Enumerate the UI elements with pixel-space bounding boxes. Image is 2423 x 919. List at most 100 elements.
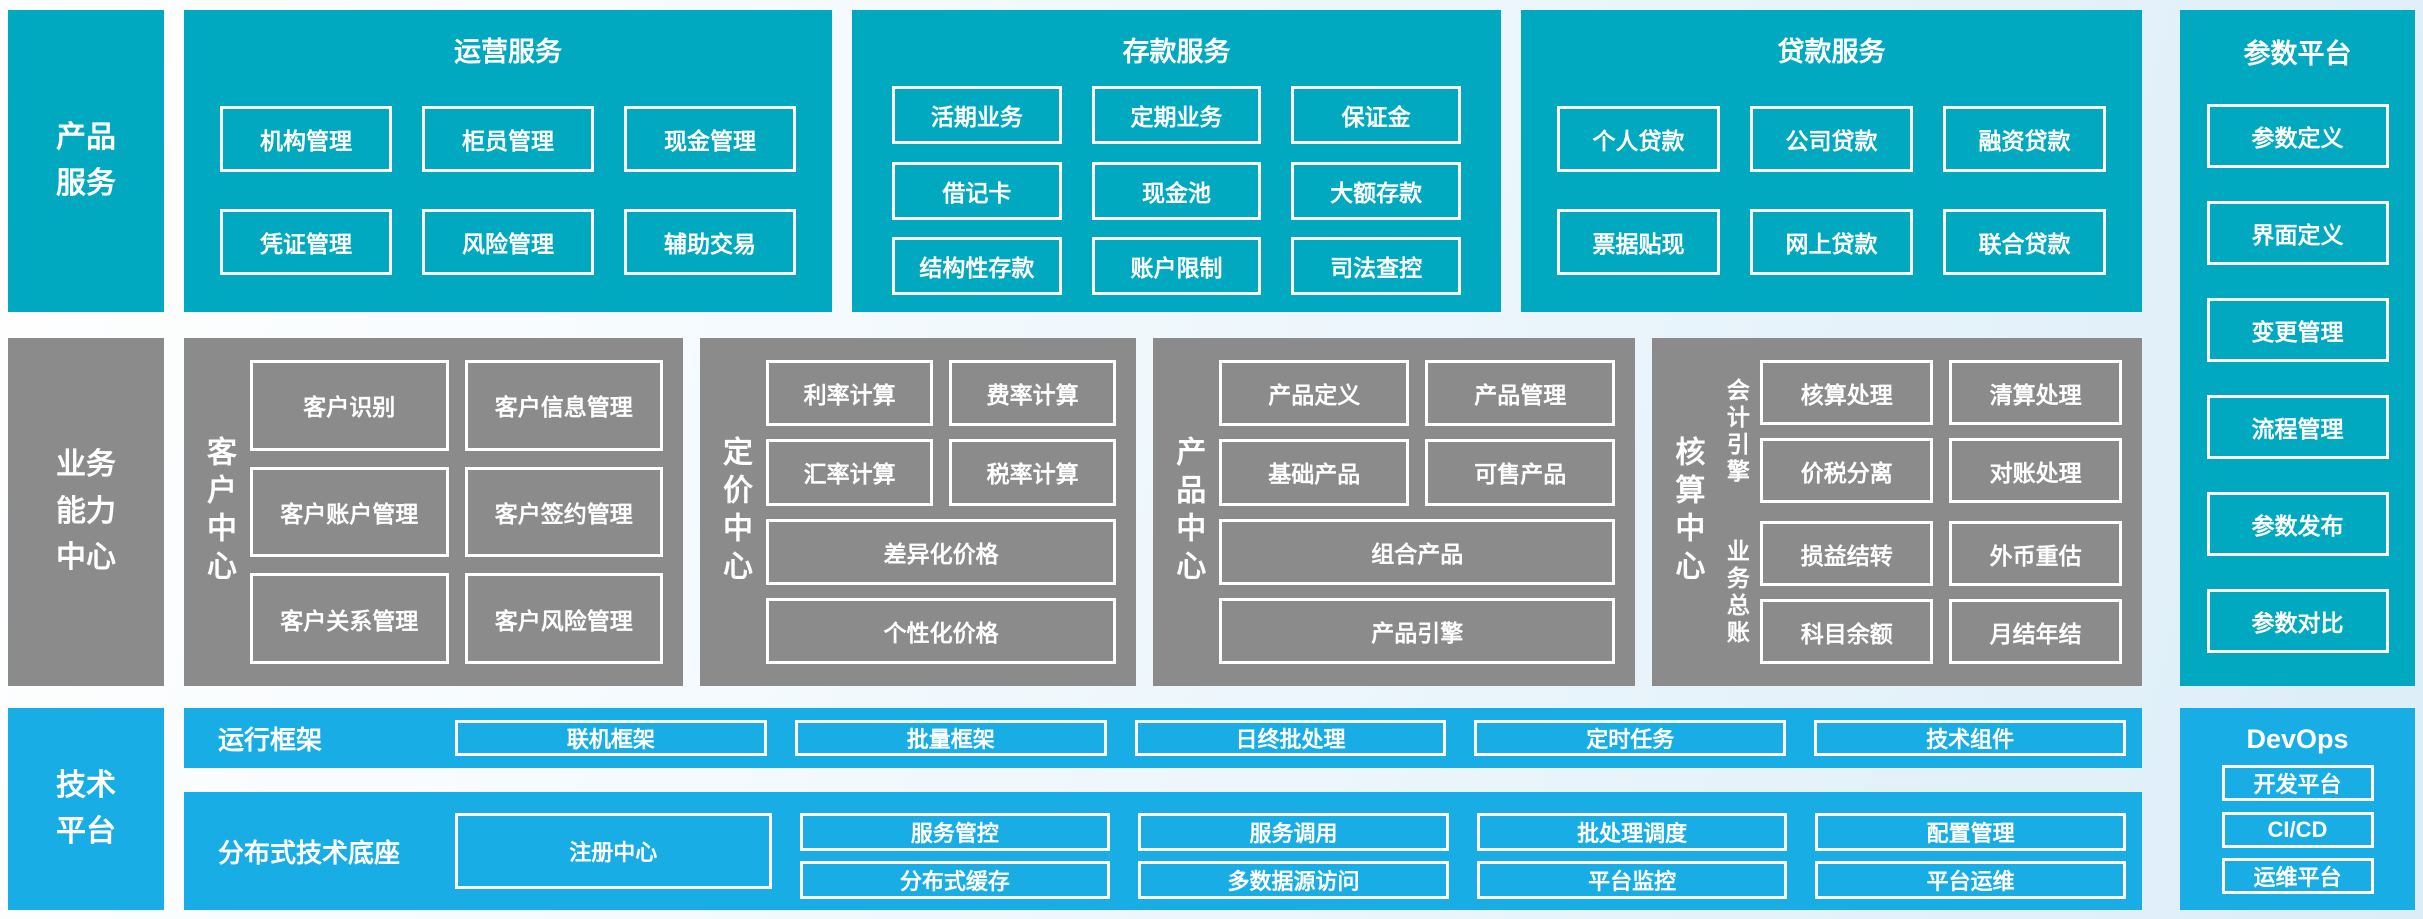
module-box: 网上贷款: [1750, 209, 1913, 275]
band-boxes: 注册中心 服务管控 分布式缓存 服务调用 多数据源访问 批处理调度 平台监控 配…: [455, 813, 2126, 899]
module-box: 保证金: [1291, 86, 1461, 145]
module-box: 开发平台: [2221, 765, 2374, 802]
module-box: CI/CD: [2221, 811, 2374, 848]
module-box: 客户账户管理: [250, 466, 449, 558]
module-box: 现金管理: [624, 106, 796, 172]
module-box: 公司贷款: [1750, 106, 1913, 172]
param-platform-panel: 参数平台 参数定义 界面定义 变更管理 流程管理 参数发布 参数对比: [2180, 10, 2415, 686]
vertical-label: 定价中心: [718, 436, 752, 588]
module-box: 科目余额: [1760, 599, 1934, 664]
module-box: 客户签约管理: [464, 466, 664, 558]
section-operations-services: 运营服务 机构管理 柜员管理 现金管理 凭证管理 风险管理 辅助交易: [184, 10, 832, 312]
module-box: 批量框架: [794, 720, 1107, 756]
band-label: 分布式技术底座: [218, 837, 401, 868]
param-platform-title: 参数平台: [2243, 39, 2352, 69]
box-pair: 配置管理 平台运维: [1815, 813, 2126, 899]
module-box-wide: 差异化价格: [766, 518, 1117, 585]
module-box-wide: 个性化价格: [766, 597, 1117, 664]
section-grid: 活期业务 定期业务 保证金 借记卡 现金池 大额存款 结构性存款 账户限制 司法…: [852, 69, 1501, 312]
vertical-label: 核算中心: [1670, 436, 1704, 588]
module-box: 分布式缓存: [799, 861, 1111, 899]
module-box-wide: 组合产品: [1219, 518, 1616, 585]
module-box: 参数发布: [2206, 492, 2389, 556]
module-box: 核算处理: [1760, 360, 1934, 425]
module-box: 参数定义: [2206, 104, 2389, 168]
module-box: 外币重估: [1949, 521, 2122, 586]
section-grid: 利率计算 费率计算 汇率计算 税率计算 差异化价格 个性化价格: [766, 360, 1117, 664]
vertical-sublabel: 会计引擎: [1723, 377, 1750, 486]
module-box: 活期业务: [892, 86, 1062, 145]
module-box: 界面定义: [2206, 201, 2389, 265]
module-box: 平台运维: [1815, 861, 2126, 899]
vertical-label: 产品中心: [1171, 436, 1205, 588]
module-box: 基础产品: [1219, 439, 1410, 506]
module-box: 账户限制: [1091, 236, 1262, 295]
devops-title: DevOps: [2246, 724, 2349, 754]
module-box: 大额存款: [1291, 161, 1461, 220]
band-boxes: 联机框架 批量框架 日终批处理 定时任务 技术组件: [455, 720, 2126, 756]
section-product-center: 产品中心 产品定义 产品管理 基础产品 可售产品 组合产品 产品引擎: [1153, 338, 1636, 686]
module-box: 多数据源访问: [1138, 861, 1449, 899]
module-box: 价税分离: [1760, 438, 1934, 503]
module-box: 变更管理: [2206, 298, 2389, 362]
module-box: 流程管理: [2206, 395, 2389, 459]
group-accounting-engine: 会计引擎 核算处理 清算处理 价税分离 对账处理: [1718, 360, 2122, 503]
section-title: 贷款服务: [1777, 37, 1886, 67]
box-pair: 服务管控 分布式缓存: [799, 813, 1111, 899]
module-box: 联合贷款: [1943, 209, 2106, 275]
box-pair: 批处理调度 平台监控: [1476, 813, 1788, 899]
module-box: 客户识别: [250, 360, 449, 451]
module-box: 日终批处理: [1134, 720, 1447, 756]
section-grid: 机构管理 柜员管理 现金管理 凭证管理 风险管理 辅助交易: [184, 69, 832, 312]
module-box: 定时任务: [1474, 720, 1787, 756]
module-box: 凭证管理: [220, 209, 392, 275]
module-box: 客户风险管理: [464, 573, 664, 664]
module-box: 产品管理: [1425, 360, 1616, 427]
section-grid: 个人贷款 公司贷款 融资贷款 票据贴现 网上贷款 联合贷款: [1521, 69, 2142, 312]
rail-label: 业务能力中心: [56, 448, 116, 575]
param-platform-list: 参数定义 界面定义 变更管理 流程管理 参数发布 参数对比: [2180, 71, 2415, 686]
module-box: 借记卡: [892, 161, 1062, 220]
module-box: 损益结转: [1760, 521, 1934, 586]
module-box: 税率计算: [949, 439, 1117, 506]
section-grid: 客户识别 客户信息管理 客户账户管理 客户签约管理 客户关系管理 客户风险管理: [250, 360, 664, 664]
group-business-ledger: 业务总账 损益结转 外币重估 科目余额 月结年结: [1718, 521, 2122, 664]
business-capability-band: 客户中心 客户识别 客户信息管理 客户账户管理 客户签约管理 客户关系管理 客户…: [184, 338, 2142, 686]
section-grid: 产品定义 产品管理 基础产品 可售产品 组合产品 产品引擎: [1219, 360, 1616, 664]
band-label: 运行框架: [218, 724, 323, 755]
module-box: 结构性存款: [892, 236, 1062, 295]
module-box: 现金池: [1091, 161, 1262, 220]
accounting-groups: 会计引擎 核算处理 清算处理 价税分离 对账处理 业务总账 损益结转 外币重估: [1718, 360, 2122, 664]
product-services-band: 运营服务 机构管理 柜员管理 现金管理 凭证管理 风险管理 辅助交易 存款服务 …: [184, 10, 2142, 312]
rail-label: 产品服务: [56, 120, 116, 201]
module-box: 联机框架: [455, 720, 767, 756]
diagram-grid: 产品服务 业务能力中心 技术平台 运营服务 机构管理 柜员管理 现金管理 凭证管…: [8, 10, 2415, 910]
vertical-sublabel: 业务总账: [1723, 538, 1750, 647]
module-box: 客户信息管理: [464, 360, 664, 451]
section-accounting-center: 核算中心 会计引擎 核算处理 清算处理 价税分离 对账处理 业务总账: [1652, 338, 2142, 686]
module-box-wide: 产品引擎: [1219, 597, 1616, 664]
module-box: 服务管控: [799, 813, 1111, 851]
module-box: 清算处理: [1949, 360, 2122, 425]
module-box: 客户关系管理: [250, 573, 449, 664]
module-box: 批处理调度: [1476, 813, 1788, 851]
section-grid: 损益结转 外币重估 科目余额 月结年结: [1760, 521, 2122, 664]
module-box: 票据贴现: [1557, 209, 1720, 275]
registry-center-box: 注册中心: [455, 813, 772, 889]
vertical-label: 客户中心: [202, 436, 235, 588]
section-title: 运营服务: [454, 37, 562, 67]
module-box: 服务调用: [1138, 813, 1449, 851]
module-box: 利率计算: [766, 360, 934, 427]
module-box: 个人贷款: [1557, 106, 1720, 172]
module-box: 定期业务: [1091, 86, 1262, 145]
section-title: 存款服务: [1122, 37, 1231, 67]
section-deposit-services: 存款服务 活期业务 定期业务 保证金 借记卡 现金池 大额存款 结构性存款 账户…: [852, 10, 1501, 312]
rail-business-capability: 业务能力中心: [8, 338, 164, 686]
rail-tech-platform: 技术平台: [8, 708, 164, 910]
module-box: 配置管理: [1815, 813, 2126, 851]
module-box: 柜员管理: [422, 106, 594, 172]
module-box: 产品定义: [1219, 360, 1410, 427]
runtime-framework-band: 运行框架 联机框架 批量框架 日终批处理 定时任务 技术组件: [184, 708, 2142, 768]
module-box: 对账处理: [1949, 438, 2122, 503]
